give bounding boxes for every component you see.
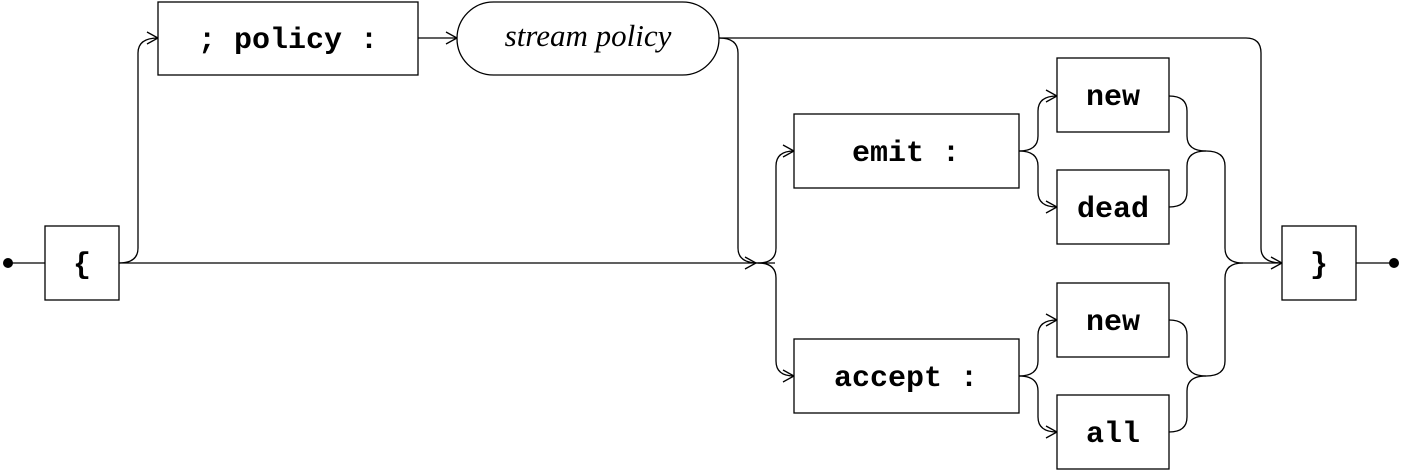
close-brace-box (1281, 225, 1357, 301)
accept-new-out-line (1168, 319, 1207, 377)
connector-lines (8, 37, 1394, 433)
end-dot (1389, 258, 1399, 268)
emit-label: emit : (852, 137, 960, 171)
accept-new-box (1056, 282, 1170, 358)
policy-label: ; policy : (198, 24, 378, 58)
stream-policy-node: stream policy (456, 1, 720, 76)
emit-dead-out-line (1168, 150, 1207, 208)
policy-branch-line (118, 37, 159, 264)
emit-box (793, 113, 1020, 189)
accept-box (793, 338, 1020, 414)
emit-to-dead-line (1018, 150, 1058, 208)
emit-node: emit : (793, 113, 1020, 189)
start-dot (3, 258, 13, 268)
accept-all-box (1056, 394, 1170, 470)
emit-dead-node: dead (1056, 169, 1170, 245)
emit-group-out-line (1205, 150, 1282, 264)
stream-policy-label: stream policy (505, 18, 672, 53)
close-brace-node: } (1281, 225, 1357, 301)
policy-box (157, 1, 419, 76)
accept-new-node: new (1056, 282, 1170, 358)
open-brace-box (44, 225, 120, 301)
arrow-icon (744, 256, 758, 270)
emit-new-out-line (1168, 95, 1207, 152)
stream-policy-box (456, 1, 720, 76)
emit-branch-line (757, 150, 795, 264)
emit-dead-label: dead (1077, 193, 1149, 227)
emit-new-label: new (1086, 81, 1140, 115)
accept-new-label: new (1086, 306, 1140, 340)
emit-new-node: new (1056, 57, 1170, 133)
emit-to-new-line (1018, 95, 1058, 152)
policy-node: ; policy : (157, 1, 419, 76)
accept-to-new-line (1018, 319, 1058, 377)
open-brace-node: { (44, 225, 120, 301)
emit-new-box (1056, 57, 1170, 133)
accept-node: accept : (793, 338, 1020, 414)
stream-policy-down-line (718, 37, 759, 264)
emit-dead-box (1056, 169, 1170, 245)
open-brace-label: { (73, 249, 91, 283)
accept-all-out-line (1168, 375, 1207, 433)
accept-all-label: all (1086, 418, 1140, 452)
accept-group-out-line (1205, 262, 1244, 377)
accept-label: accept : (834, 362, 978, 396)
accept-branch-line (757, 262, 795, 377)
accept-all-node: all (1056, 394, 1170, 470)
stream-policy-bypass-line (719, 37, 1283, 264)
accept-to-all-line (1018, 375, 1058, 433)
close-brace-label: } (1310, 249, 1328, 283)
